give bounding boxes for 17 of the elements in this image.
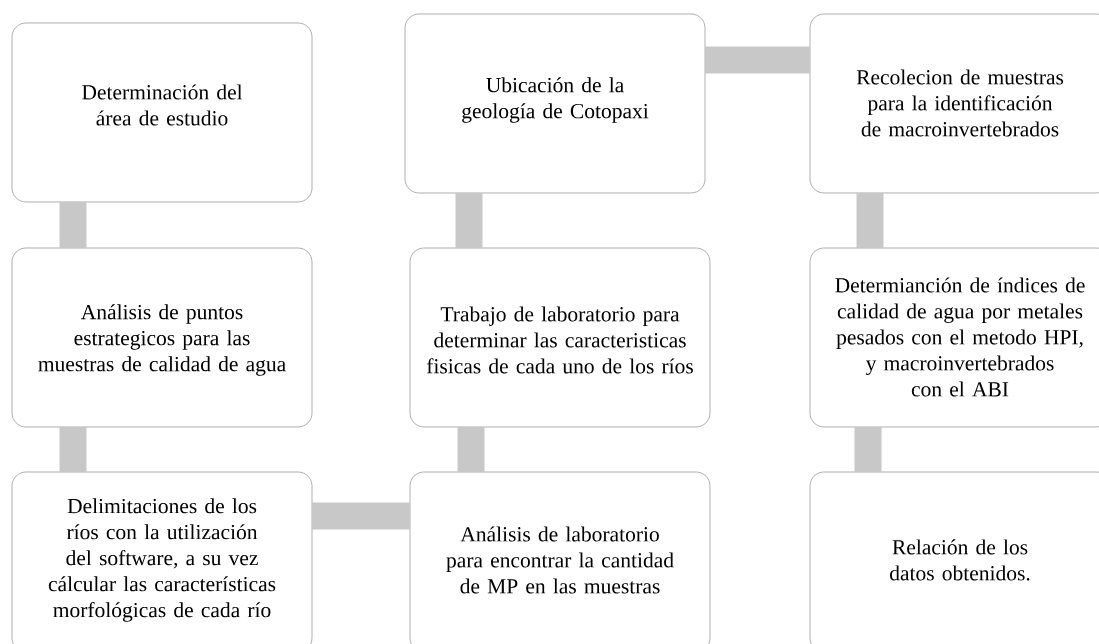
connector <box>856 193 884 248</box>
process-box: Trabajo de laboratorio para determinar las caracteristicas fisicas de cada uno de los ríos <box>409 247 711 428</box>
process-box: Determianción de índices de calidad de agua por metales pesados con el metodo HPI, y macroinvertebrados con el ABI <box>809 247 1099 428</box>
process-box: Determinación del área de estudio <box>11 22 313 203</box>
process-box: Relación de los datos obtenidos. <box>809 471 1099 644</box>
connector <box>59 202 87 248</box>
connector <box>455 193 483 248</box>
connector <box>312 502 410 530</box>
process-box: Recolecion de muestras para la identificación de macroinvertebrados <box>809 13 1099 194</box>
process-box: Análisis de laboratorio para encontrar la cantidad de MP en las muestras <box>409 471 711 644</box>
connector <box>59 427 87 472</box>
process-box: Análisis de puntos estrategicos para las muestras de calidad de agua <box>11 247 313 428</box>
connector <box>457 427 485 472</box>
process-box: Delimitaciones de los ríos con la utilización del software, a su vez cálcular las características morfológicas de cada río <box>11 471 313 644</box>
connector <box>854 427 882 472</box>
connector <box>705 46 810 74</box>
process-box: Ubicación de la geología de Cotopaxi <box>404 13 706 194</box>
